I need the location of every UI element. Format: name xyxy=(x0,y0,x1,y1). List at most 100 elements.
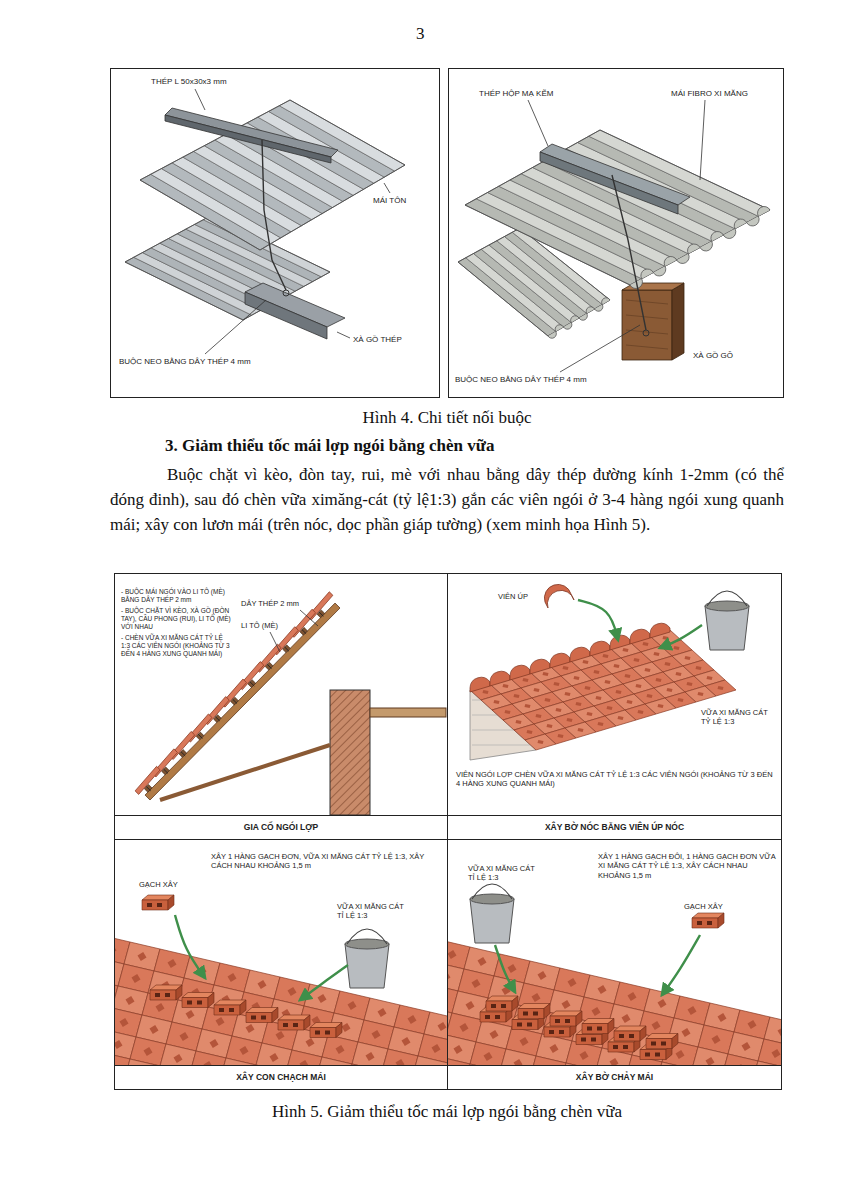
panel-title: XÂY BỜ NÓC BẰNG VIÊN ÚP NÓC xyxy=(545,822,684,833)
brick-hole xyxy=(261,1016,266,1020)
tile-mark xyxy=(538,740,544,744)
sheet-wave xyxy=(630,207,770,289)
ridge-cap xyxy=(590,641,610,656)
tile-mark xyxy=(636,684,642,688)
tile-mark xyxy=(306,1038,315,1047)
brick-front xyxy=(182,998,208,1008)
angle-steel-flange xyxy=(165,115,331,163)
leader-line xyxy=(337,332,350,338)
tile-mark xyxy=(378,1008,387,1017)
brick-front xyxy=(246,1013,272,1023)
leader-line xyxy=(195,89,205,110)
tile-mark xyxy=(478,957,487,966)
brick-side xyxy=(544,1004,550,1019)
tile-mark xyxy=(652,1021,661,1030)
figure-panel: VỮA XI MĂNG CÁT TỈ LỆ 1:3XÂY 1 HÀNG GẠCH… xyxy=(447,839,782,1090)
ridge-cap xyxy=(530,659,550,674)
part-label: GẠCH XÂY xyxy=(139,880,178,889)
caption-band: XÂY BỜ CHẢY MÁI xyxy=(448,1065,781,1089)
ridge-cap xyxy=(610,635,630,650)
panel-title: XÂY CON CHẠCH MÁI xyxy=(236,1072,326,1083)
caption-band: XÂY BỜ NÓC BẰNG VIÊN ÚP NÓC xyxy=(448,815,781,839)
tile-mark xyxy=(115,1040,123,1049)
tile-mark xyxy=(514,694,520,698)
tile-mark xyxy=(674,646,680,650)
tile-mark xyxy=(472,979,481,988)
tile-mark xyxy=(466,1001,475,1010)
brick-hole xyxy=(251,1016,256,1020)
tile-mark xyxy=(342,1023,351,1032)
tile-mark xyxy=(532,993,541,1002)
tie-wire xyxy=(262,140,286,290)
brick-front xyxy=(214,1005,240,1015)
bucket-handle xyxy=(472,884,512,899)
tile-mark xyxy=(607,706,613,710)
tile-mark xyxy=(634,658,640,662)
tile-mark xyxy=(186,1010,195,1019)
brick-front xyxy=(640,1050,666,1060)
brick-front xyxy=(576,1035,602,1045)
brick-hole xyxy=(147,903,152,907)
brick-front xyxy=(582,1024,608,1034)
brick-front xyxy=(486,1001,512,1011)
wall xyxy=(330,690,370,815)
tile-mark xyxy=(216,1017,225,1026)
tile-mark xyxy=(647,694,653,698)
tile-mark xyxy=(665,662,671,666)
tile-mark xyxy=(505,710,511,714)
tile-mark xyxy=(685,656,691,660)
tile-mark xyxy=(614,664,620,668)
angle-steel-top xyxy=(165,108,338,157)
figure-panel: XÂY 1 HÀNG GẠCH ĐƠN, VỮA XI MĂNG CÁT TỶ … xyxy=(114,839,448,1090)
brick-hole xyxy=(315,1031,320,1035)
caption-band: GIA CỐ NGÓI LỢP xyxy=(115,815,447,839)
tile-mark xyxy=(598,722,604,726)
tile-mark xyxy=(656,678,662,682)
brick-front xyxy=(692,918,718,928)
roof-tile xyxy=(382,1049,418,1066)
tile-mark xyxy=(603,654,609,658)
tile-mark xyxy=(550,1044,559,1053)
gable-line xyxy=(472,715,498,716)
tile-mark xyxy=(616,690,622,694)
tile-mark xyxy=(120,1018,129,1027)
figure-caption: Hình 4. Chi tiết nối buộc xyxy=(110,408,784,428)
part-label: THÉP HỘP MẠ KẼM xyxy=(479,89,553,99)
tile-mark xyxy=(258,980,267,989)
figure-caption: Hình 5. Giảm thiểu tốc mái lợp ngói bằng… xyxy=(110,1102,784,1122)
brick-side xyxy=(336,1023,342,1038)
green-arrow xyxy=(495,945,515,992)
tile-mark xyxy=(502,986,511,995)
bucket-mortar xyxy=(470,894,514,904)
ridge-cap xyxy=(490,671,510,686)
tile-mark xyxy=(568,978,577,987)
roof-tile xyxy=(352,1042,388,1066)
brick-side xyxy=(672,1034,678,1049)
tile-mark xyxy=(678,698,684,702)
ridge-cap xyxy=(650,623,670,638)
wood-grain xyxy=(626,300,668,304)
wood-grain xyxy=(626,315,668,319)
tile-mark xyxy=(503,684,509,688)
brick-hole xyxy=(591,1038,596,1042)
tile-mark xyxy=(594,670,600,674)
rafter xyxy=(145,603,340,800)
brick-side xyxy=(240,1000,246,1015)
brick-front xyxy=(608,1042,634,1052)
body-paragraph: Buộc chặt vì kèo, đòn tay, rui, mè với n… xyxy=(110,462,784,537)
tile-mark xyxy=(712,1035,721,1044)
box-steel-top xyxy=(540,144,690,205)
panel3-art xyxy=(115,895,447,1066)
tile-mark xyxy=(682,1028,691,1037)
brick-hole xyxy=(581,1038,586,1042)
sheet-rib xyxy=(279,100,405,171)
tile-mark xyxy=(402,1037,411,1046)
tile-mark xyxy=(778,1027,782,1036)
wire-loop xyxy=(283,290,289,296)
tile-mark xyxy=(174,1054,183,1063)
ridge-cap xyxy=(510,665,530,680)
tile-mark xyxy=(585,686,591,690)
brick-front xyxy=(518,1009,544,1019)
tile-mark xyxy=(687,682,693,686)
